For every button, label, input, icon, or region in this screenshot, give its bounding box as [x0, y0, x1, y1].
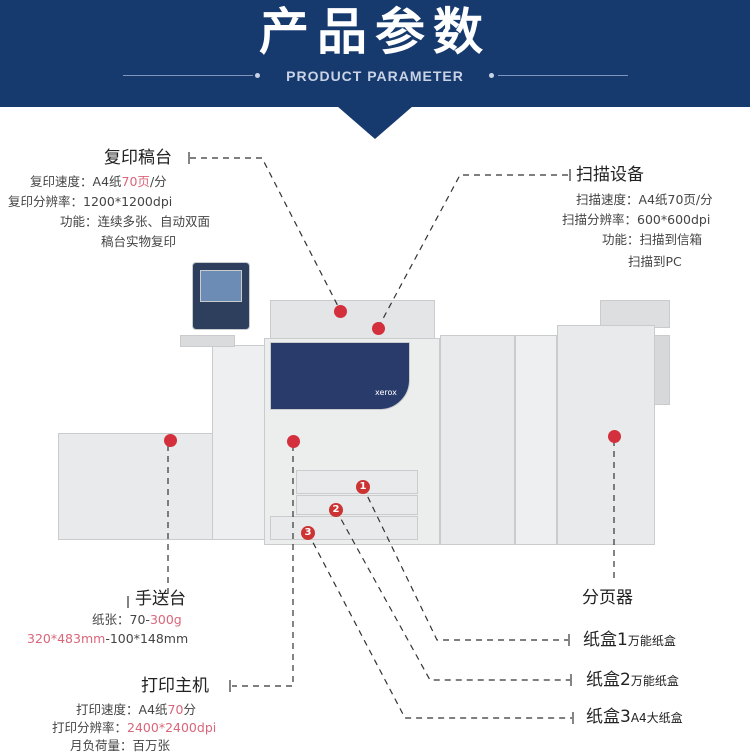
hotspot-tray-3: 3: [301, 526, 315, 540]
paper-tray-3: [270, 516, 418, 540]
module-1: [440, 335, 515, 545]
tray-2-label: 纸盒2万能纸盒: [586, 670, 679, 690]
scan-resolution: 扫描分辨率：600*600dpi: [562, 212, 711, 227]
print-speed: 打印速度：A4纸70分: [76, 702, 196, 717]
leader-tray-3: [307, 532, 572, 719]
scan-function: 功能：扫描到信箱: [602, 232, 703, 247]
hotspot-tray-1: 1: [356, 480, 370, 494]
hotspot-bypass: [164, 434, 177, 447]
bypass-paper-weight: 纸张：70-300g: [92, 612, 182, 627]
finisher-title: 分页器: [582, 588, 633, 608]
brand-logo: xerox: [375, 388, 397, 397]
leader-copy-platen: [190, 157, 341, 311]
hotspot-scanner: [372, 322, 385, 335]
hotspot-main-unit: [287, 435, 300, 448]
paper-tray-2: [296, 495, 418, 515]
page-subtitle: PRODUCT PARAMETER: [286, 68, 464, 84]
module-2: [515, 335, 557, 545]
copy-speed: 复印速度：A4纸70页/分: [30, 174, 167, 189]
page-title: 产品参数: [259, 3, 491, 61]
hotspot-copy-platen: [334, 305, 347, 318]
print-resolution: 打印分辨率：2400*2400dpi: [52, 720, 217, 735]
panel-arm: [180, 335, 235, 347]
leader-tray-2: [335, 509, 570, 681]
bypass-paper-size: 320*483mm-100*148mm: [27, 631, 189, 646]
header-pointer: [337, 106, 413, 139]
copy-platen-title: 复印稿台: [104, 148, 172, 168]
touch-screen: [200, 270, 242, 302]
divider-dot: [489, 73, 494, 78]
divider: [123, 75, 253, 76]
tray-1-label: 纸盒1万能纸盒: [583, 630, 676, 650]
main-unit-title: 打印主机: [141, 676, 209, 696]
divider-dot: [255, 73, 260, 78]
leader-main-unit: [232, 445, 294, 687]
header-banner: [0, 0, 750, 107]
leader-tray-1: [362, 486, 568, 641]
tray-3-label: 纸盒3A4大纸盒: [586, 707, 683, 727]
front-panel: [270, 342, 410, 410]
hotspot-finisher: [608, 430, 621, 443]
hotspot-tray-2: 2: [329, 503, 343, 517]
scanner-title: 扫描设备: [576, 165, 644, 185]
output-tray: [600, 300, 670, 328]
monthly-volume: 月负荷量：百万张: [70, 738, 171, 753]
divider: [498, 75, 628, 76]
finisher-body: [557, 325, 655, 545]
copy-resolution: 复印分辨率：1200*1200dpi: [8, 194, 173, 209]
copy-function-2: 稿台实物复印: [101, 234, 177, 249]
bypass-title: 手送台: [135, 589, 186, 609]
leader-scanner: [377, 174, 568, 329]
side-tower: [212, 345, 267, 540]
copy-function: 功能：连续多张、自动双面: [60, 214, 211, 229]
scan-speed: 扫描速度：A4纸70页/分: [576, 192, 713, 207]
scan-function-2: 扫描到PC: [628, 254, 682, 269]
